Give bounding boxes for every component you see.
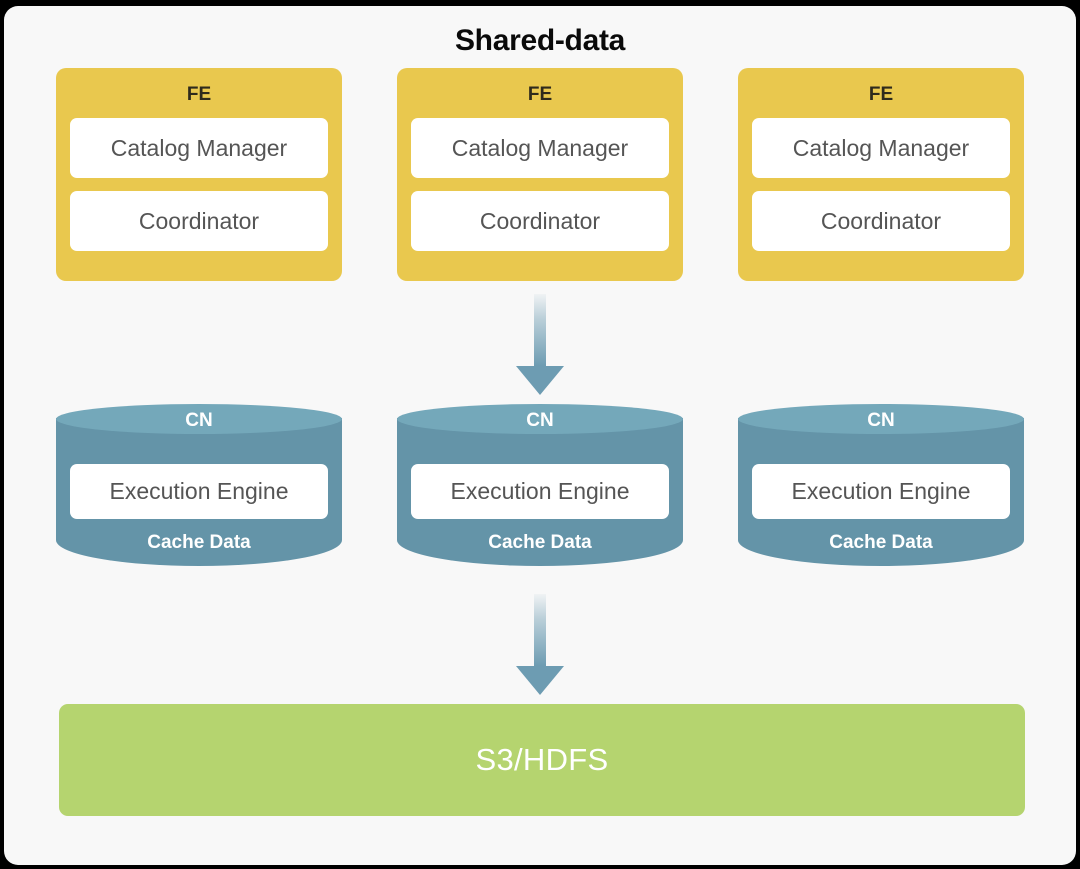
- fe-node-1-label: FE: [186, 84, 212, 105]
- cn-node-2-cache-data: Cache Data: [488, 532, 592, 553]
- fe-node-3-coordinator[interactable]: Coordinator: [752, 191, 1010, 251]
- arrow-shaft: [534, 294, 546, 366]
- cn-node-2-label: CN: [526, 410, 554, 431]
- fe-node-1[interactable]: FE Catalog Manager Coordinator: [56, 68, 342, 281]
- cn-layer: CN Execution Engine Cache Data CN Execut…: [56, 404, 1024, 579]
- cn-node-3-cylinder-cap: [738, 404, 1024, 434]
- cn-node-3[interactable]: CN Execution Engine Cache Data: [738, 404, 1024, 579]
- fe-node-3-label: FE: [868, 84, 894, 105]
- cn-node-1-execution-engine[interactable]: Execution Engine: [70, 464, 328, 519]
- diagram-container: Shared-data FE Catalog Manager Coordinat…: [4, 6, 1076, 865]
- fe-node-2-coordinator[interactable]: Coordinator: [411, 191, 669, 251]
- arrow-down-icon-fe-to-cn: [516, 294, 564, 395]
- storage-layer-label: S3/HDFS: [475, 742, 609, 777]
- arrow-head: [516, 666, 564, 695]
- fe-node-3-catalog-manager[interactable]: Catalog Manager: [752, 118, 1010, 178]
- cn-node-2-cylinder-cap: [397, 404, 683, 434]
- cn-node-2[interactable]: CN Execution Engine Cache Data: [397, 404, 683, 579]
- fe-node-1-coordinator[interactable]: Coordinator: [70, 191, 328, 251]
- cn-node-1-cylinder-cap: [56, 404, 342, 434]
- cn-node-3-label: CN: [867, 410, 895, 431]
- arrow-head: [516, 366, 564, 395]
- cn-node-1-cache-data: Cache Data: [147, 532, 251, 553]
- cn-node-1[interactable]: CN Execution Engine Cache Data: [56, 404, 342, 579]
- arrow-shaft: [534, 594, 546, 666]
- diagram-title: Shared-data: [454, 24, 626, 57]
- fe-layer: FE Catalog Manager Coordinator FE Catalo…: [56, 68, 1024, 281]
- cn-node-2-execution-engine[interactable]: Execution Engine: [411, 464, 669, 519]
- fe-node-1-catalog-manager[interactable]: Catalog Manager: [70, 118, 328, 178]
- storage-layer-node[interactable]: S3/HDFS: [59, 704, 1025, 816]
- fe-node-2[interactable]: FE Catalog Manager Coordinator: [397, 68, 683, 281]
- fe-node-3[interactable]: FE Catalog Manager Coordinator: [738, 68, 1024, 281]
- cn-node-3-cache-data: Cache Data: [829, 532, 933, 553]
- cn-node-3-execution-engine[interactable]: Execution Engine: [752, 464, 1010, 519]
- fe-node-2-label: FE: [527, 84, 553, 105]
- fe-node-2-catalog-manager[interactable]: Catalog Manager: [411, 118, 669, 178]
- arrow-down-icon-cn-to-storage: [516, 594, 564, 695]
- cn-node-1-label: CN: [185, 410, 213, 431]
